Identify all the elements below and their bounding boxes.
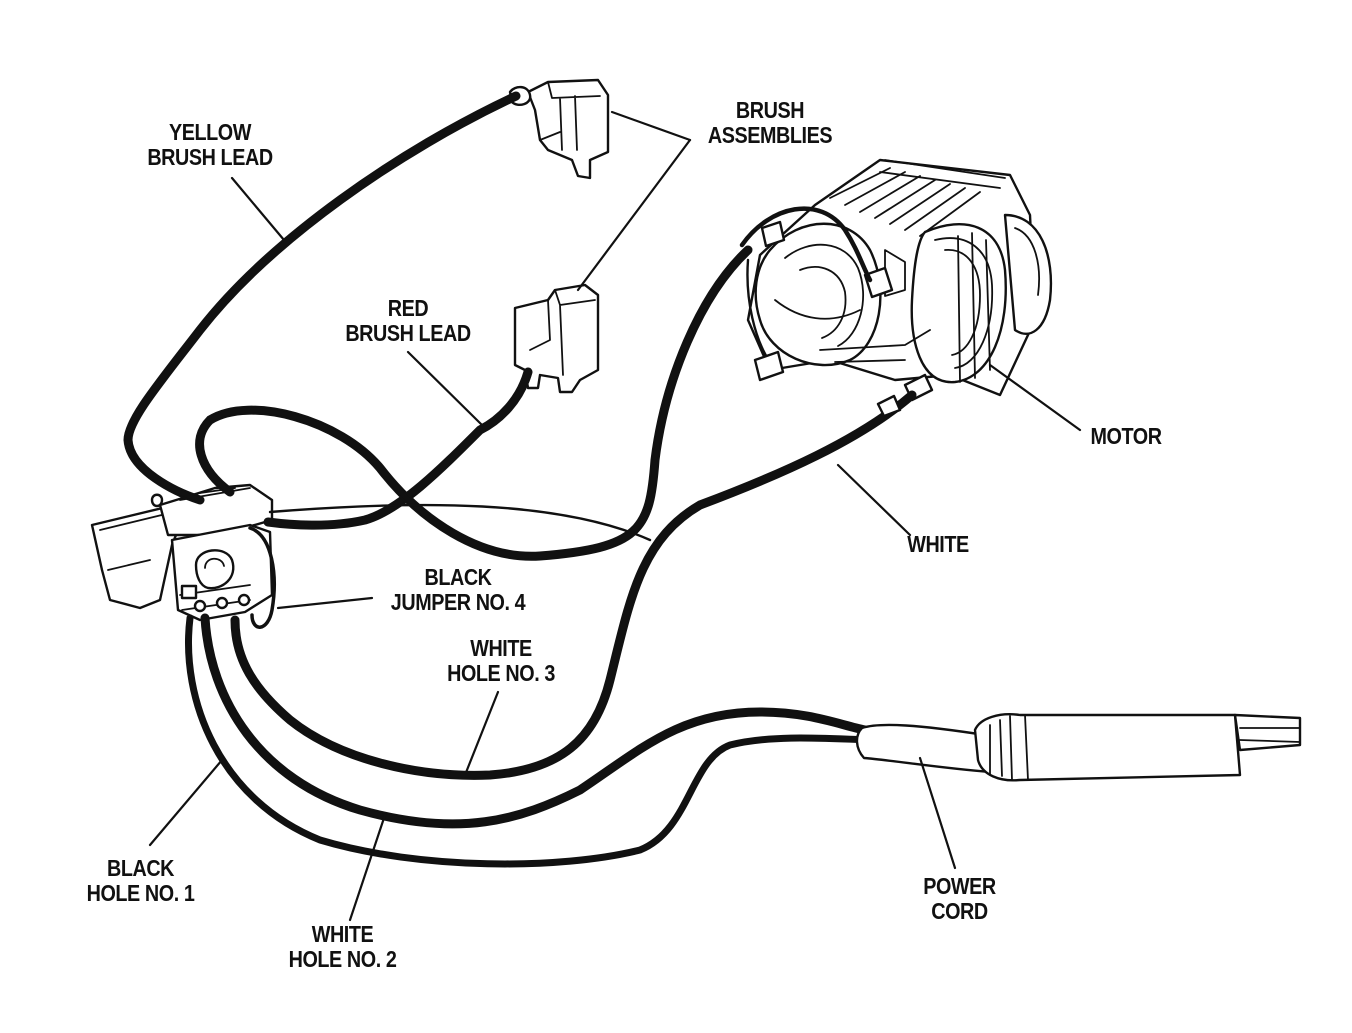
label-white-hole-no-3-line2: HOLE NO. 3 xyxy=(447,660,555,686)
label-white-hole-no-2: WHITE HOLE NO. 2 xyxy=(280,922,405,972)
label-yellow-brush-lead: YELLOW BRUSH LEAD xyxy=(141,120,279,170)
label-black-jumper-no-4: BLACK JUMPER NO. 4 xyxy=(381,565,536,615)
wires xyxy=(123,91,1302,868)
label-white-hole-no-2-line1: WHITE xyxy=(311,921,374,947)
leader-brush-assemblies-lower xyxy=(576,138,692,292)
leader-white-hole-no-3 xyxy=(463,690,500,777)
label-red-brush-lead-line2: BRUSH LEAD xyxy=(345,320,471,346)
label-power-cord-line1: POWER xyxy=(923,873,996,899)
label-power-cord-line2: CORD xyxy=(931,898,988,924)
leader-black-jumper-no-4 xyxy=(276,596,374,610)
label-black-jumper-no-4-line1: BLACK xyxy=(424,564,492,590)
motor xyxy=(739,158,1053,402)
label-brush-assemblies: BRUSH ASSEMBLIES xyxy=(701,98,839,148)
leader-black-hole-no-1 xyxy=(148,758,224,847)
label-black-hole-no-1-line1: BLACK xyxy=(106,855,175,881)
label-red-brush-lead: RED BRUSH LEAD xyxy=(339,296,477,346)
label-white-line1: WHITE xyxy=(907,531,969,557)
leader-lines xyxy=(148,110,1082,922)
leader-motor xyxy=(988,363,1082,432)
leader-brush-assemblies-upper xyxy=(610,110,692,142)
label-white-hole-no-3-line1: WHITE xyxy=(470,635,532,661)
label-white: WHITE xyxy=(899,532,976,557)
trigger-switch xyxy=(90,483,276,629)
label-brush-assemblies-line1: BRUSH xyxy=(735,97,805,123)
leader-white-hole-no-2 xyxy=(348,813,387,922)
label-black-jumper-no-4-line2: JUMPER NO. 4 xyxy=(390,589,526,615)
label-power-cord: POWER CORD xyxy=(919,874,1001,924)
leader-yellow-brush-lead xyxy=(230,176,286,242)
label-yellow-brush-lead-line2: BRUSH LEAD xyxy=(147,144,273,170)
label-white-hole-no-3: WHITE HOLE NO. 3 xyxy=(437,636,566,686)
label-motor-line1: MOTOR xyxy=(1090,423,1162,449)
label-white-hole-no-2-line2: HOLE NO. 2 xyxy=(288,946,397,972)
brush-assembly-upper xyxy=(508,78,610,180)
label-red-brush-lead-line1: RED xyxy=(387,295,429,321)
leader-red-brush-lead xyxy=(406,350,484,427)
leader-power-cord xyxy=(918,756,957,870)
label-yellow-brush-lead-line1: YELLOW xyxy=(168,119,252,145)
label-brush-assemblies-line2: ASSEMBLIES xyxy=(707,122,833,148)
leader-white xyxy=(836,463,912,537)
label-black-hole-no-1: BLACK HOLE NO. 1 xyxy=(78,856,203,906)
label-black-hole-no-1-line2: HOLE NO. 1 xyxy=(86,880,195,906)
label-motor: MOTOR xyxy=(1083,424,1169,449)
